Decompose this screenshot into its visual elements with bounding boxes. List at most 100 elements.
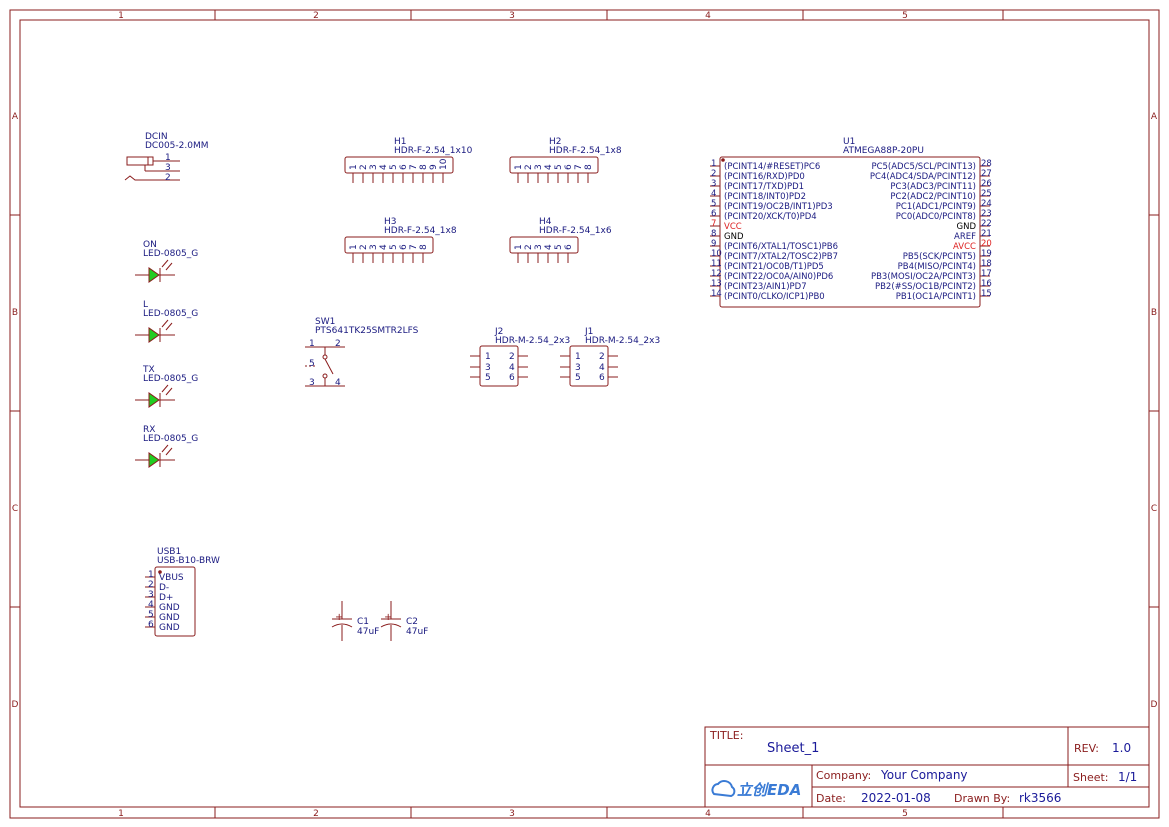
mcu-pin-name: PC0(ADC0/PCINT8) (896, 212, 976, 222)
j1-pin: 6 (599, 373, 605, 383)
mcu-pin-number: 25 (981, 189, 992, 199)
mcu-pin-name: PB2(#SS/OC1B/PCINT2) (875, 282, 976, 292)
header-pin-number: 10 (439, 158, 449, 170)
c2-ref: C2 (406, 617, 418, 627)
usb-pin-number: 3 (148, 590, 154, 600)
row-label: A (1151, 112, 1158, 122)
outer-frame (9, 9, 1160, 819)
mcu-pin-number: 17 (981, 269, 992, 279)
mcu-pin-name: AVCC (953, 242, 976, 252)
inner-frame (19, 19, 1150, 808)
mcu-u1[interactable]: U1 ATMEGA88P-20PU 1(PCINT14/#RESET)PC62(… (710, 137, 992, 308)
led-group: ON LED-0805_G L LED-0805_G TX LED-0805_G… (135, 240, 198, 468)
mcu-pin-name: PB5(SCK/PCINT5) (903, 252, 976, 262)
capacitor-c2[interactable]: + C2 47uF (380, 601, 428, 641)
sw1-pin: 4 (335, 378, 341, 388)
header-j1[interactable]: J1 HDR-M-2.54_2x3 1 2 3 4 5 6 (560, 327, 660, 387)
mcu-pin-number: 9 (711, 239, 716, 249)
row-label: D (12, 700, 19, 710)
rev-label: REV: (1074, 742, 1099, 755)
u1-ref: U1 (843, 137, 855, 147)
usb-pin-number: 1 (148, 570, 154, 580)
led-on-value: LED-0805_G (143, 249, 198, 259)
h2-ref: H2 (549, 137, 562, 147)
j1-pin: 4 (599, 363, 605, 373)
row-label: A (12, 112, 19, 122)
j1-pin: 2 (599, 352, 605, 362)
j2-pin: 3 (485, 363, 491, 373)
mcu-pin-number: 1 (711, 159, 716, 169)
row-label: D (1151, 700, 1158, 710)
mcu-pin-name: (PCINT14/#RESET)PC6 (724, 162, 820, 172)
title-label: TITLE: (709, 729, 743, 742)
header-pin-number: 2 (359, 164, 369, 170)
col-label: 4 (705, 809, 711, 819)
header-pin-number: 3 (369, 164, 379, 170)
switch-sw1[interactable]: SW1 PTS641TK25SMTR2LFS 1 2 5 3 4 (305, 317, 419, 388)
h2-value: HDR-F-2.54_1x8 (549, 146, 622, 156)
mcu-pin-number: 18 (981, 259, 992, 269)
usb-pin-number: 2 (148, 580, 154, 590)
usb-pin-number: 5 (148, 610, 154, 620)
mcu-pin-number: 4 (711, 189, 716, 199)
led-diode-icon (148, 267, 160, 283)
mcu-pin-name: PC5(ADC5/SCL/PCINT13) (871, 162, 976, 172)
h3-value: HDR-F-2.54_1x8 (384, 226, 457, 236)
mcu-pin-number: 11 (711, 259, 722, 269)
mcu-pin-name: (PCINT20/XCK/T0)PD4 (724, 212, 817, 222)
usb1-value: USB-B10-BRW (157, 556, 220, 566)
sw1-pin: 3 (309, 378, 315, 388)
header-pin-number: 5 (554, 164, 564, 170)
col-label: 3 (509, 809, 515, 819)
header-pin-number: 8 (419, 244, 429, 250)
j1-value: HDR-M-2.54_2x3 (585, 336, 660, 346)
light-arrow-icon (161, 259, 169, 268)
date-value: 2022-01-08 (861, 791, 931, 805)
j2-ref: J2 (494, 327, 503, 337)
mcu-pin-number: 2 (711, 169, 716, 179)
led-diode-icon (148, 392, 160, 408)
col-label: 2 (313, 809, 319, 819)
mcu-pin-number: 24 (981, 199, 992, 209)
j1-pin: 5 (575, 373, 581, 383)
header-j2[interactable]: J2 HDR-M-2.54_2x3 1 2 3 4 5 6 (470, 327, 570, 387)
header-pin-number: 5 (389, 164, 399, 170)
mcu-pin-number: 26 (981, 179, 992, 189)
usb-pin-number: 6 (148, 620, 154, 630)
light-arrow-icon (165, 322, 173, 331)
usb-pin-name: D+ (159, 593, 173, 603)
mcu-pin-number: 7 (711, 219, 716, 229)
j1-ref: J1 (584, 327, 593, 337)
mcu-pin-number: 3 (711, 179, 716, 189)
usb-pin-name: D- (159, 583, 169, 593)
led-tx-ref: TX (142, 365, 155, 375)
j2-pin: 6 (509, 373, 515, 383)
mcu-pin-name: AREF (954, 232, 976, 242)
sheet-label: Sheet: (1073, 771, 1109, 784)
dcin-pin: 3 (165, 163, 171, 173)
header-pin-number: 9 (429, 164, 439, 170)
header-pin-number: 5 (554, 244, 564, 250)
sw1-ref: SW1 (315, 317, 335, 327)
drawn-by-value: rk3566 (1019, 791, 1061, 805)
header-pin-number: 7 (409, 244, 419, 250)
j2-value: HDR-M-2.54_2x3 (495, 336, 570, 346)
pin1-marker-icon (721, 158, 725, 162)
pin1-marker-icon (158, 570, 162, 574)
row-label: C (1151, 504, 1157, 514)
mcu-pin-number: 20 (981, 239, 992, 249)
sheet-title: Sheet_1 (767, 741, 819, 756)
capacitor-c1[interactable]: + C1 47uF (331, 601, 379, 641)
rev-value: 1.0 (1112, 741, 1131, 755)
row-label: B (1151, 308, 1157, 318)
dcin-connector[interactable]: DCIN DC005-2.0MM 1 3 2 (124, 132, 208, 183)
c1-ref: C1 (357, 617, 369, 627)
j1-pin: 3 (575, 363, 581, 373)
led-tx-value: LED-0805_G (143, 374, 198, 384)
h4-value: HDR-F-2.54_1x6 (539, 226, 612, 236)
